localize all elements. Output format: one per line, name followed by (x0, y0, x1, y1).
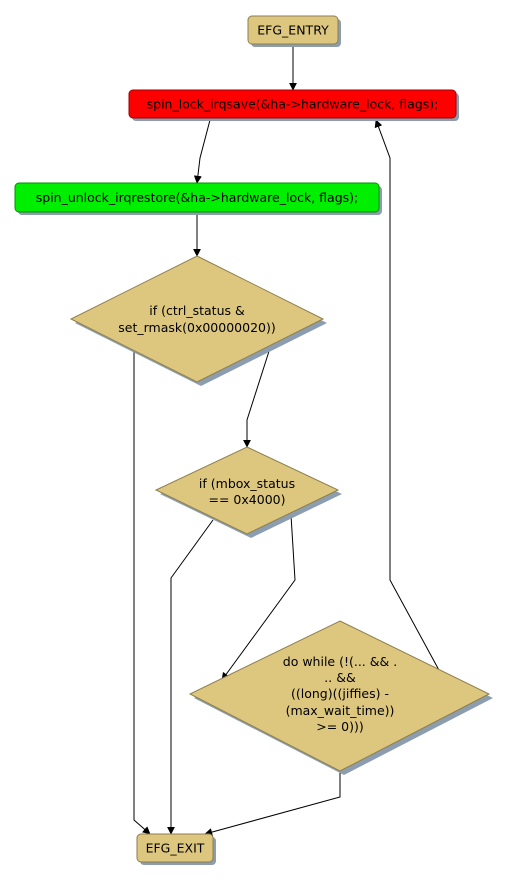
lock-node: spin_lock_irqsave(&ha->hardware_lock, fl… (128, 89, 459, 121)
edge-mbox-cond-to-exit (167, 519, 214, 835)
entry-label: EFG_ENTRY (257, 23, 329, 38)
do-while-line-5: >= 0))) (316, 719, 364, 734)
do-while-line-1: do while (!(... && . (283, 654, 397, 669)
entry-box (247, 15, 339, 45)
do-while-diamond (188, 620, 491, 772)
entry-node: EFG_ENTRY (247, 15, 341, 47)
mbox-status-diamond (154, 446, 340, 535)
unlock-label: spin_unlock_irqrestore(&ha->hardware_loc… (36, 190, 358, 205)
do-while-condition-node: do while (!(... && . .. && ((long)((jiff… (188, 620, 493, 775)
edge-do-while-to-exit (204, 771, 341, 836)
mbox-status-line-2: == 0x4000) (209, 492, 286, 507)
exit-box (136, 833, 214, 863)
edge-lock-to-unlock (193, 119, 211, 184)
edge-ctrl-cond-to-exit (133, 352, 151, 835)
ctrl-status-line-2: set_rmask(0x00000020)) (118, 320, 275, 335)
do-while-line-2: .. && (324, 670, 356, 685)
lock-label: spin_lock_irqsave(&ha->hardware_lock, fl… (147, 97, 439, 112)
exit-label: EFG_EXIT (146, 841, 205, 856)
ctrl-status-line-1: if (ctrl_status & (149, 303, 245, 318)
mbox-status-condition-node: if (mbox_status == 0x4000) (154, 446, 342, 538)
ctrl-status-diamond (69, 255, 325, 383)
unlock-box (14, 182, 380, 213)
edge-ctrl-cond-to-mbox-cond (243, 344, 272, 448)
lock-box (128, 89, 457, 119)
edge-mbox-cond-to-do-while (221, 514, 296, 681)
edge-do-while-back-to-lock (374, 119, 441, 673)
do-while-line-4: (max_wait_time)) (286, 703, 395, 718)
unlock-node: spin_unlock_irqrestore(&ha->hardware_loc… (14, 182, 382, 215)
ctrl-status-condition-node: if (ctrl_status & set_rmask(0x00000020)) (69, 255, 327, 386)
exit-node: EFG_EXIT (136, 833, 216, 865)
do-while-line-3: ((long)((jiffies) - (291, 686, 389, 701)
mbox-status-line-1: if (mbox_status (199, 476, 295, 491)
